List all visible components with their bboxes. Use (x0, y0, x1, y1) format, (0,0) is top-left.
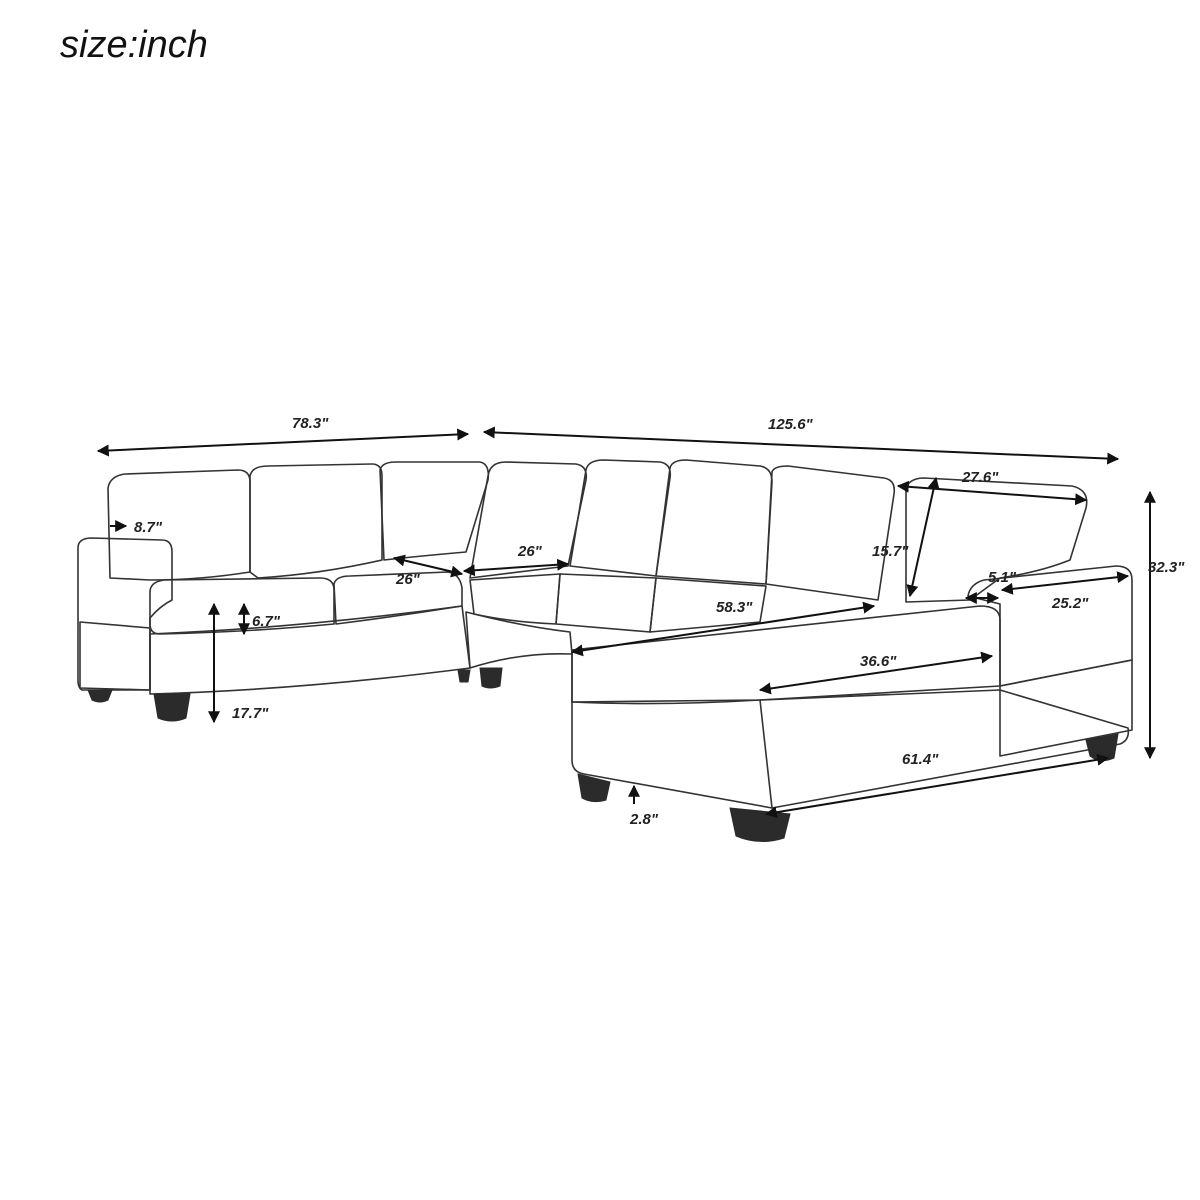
label-back-total-width: 125.6" (768, 416, 814, 433)
label-leg-height: 2.8" (629, 811, 659, 828)
label-corner-seat-b: 26" (517, 543, 543, 560)
dimension-arrows (96, 426, 1156, 819)
label-chaise-seat-width: 36.6" (860, 653, 897, 670)
leg-left-middle (153, 693, 191, 722)
size-unit-title: size:inch (60, 24, 208, 66)
label-back-cushion-height: 15.7" (872, 543, 909, 560)
dimension-labels: 78.3" 125.6" 8.7" 26" 26" 6.7" 17.7" 27.… (134, 415, 1185, 828)
leg-center-a (457, 669, 471, 683)
label-chaise-length: 61.4" (902, 751, 939, 768)
leg-left-front (87, 689, 113, 703)
leg-center-b (479, 667, 503, 689)
sofa-legs (87, 667, 1119, 842)
sofa-outline (77, 459, 1133, 809)
label-back-left-width: 78.3" (292, 415, 329, 432)
label-chaise-back-width: 27.6" (961, 469, 999, 486)
label-chaise-arm-depth: 25.2" (1051, 595, 1089, 612)
label-chaise-arm-width: 5.1" (988, 569, 1017, 586)
label-middle-seat-depth: 58.3" (716, 599, 753, 616)
label-seat-cushion-height: 6.7" (252, 613, 281, 630)
label-overall-height: 32.3" (1148, 559, 1185, 576)
label-arm-width: 8.7" (134, 519, 163, 536)
leg-chaise-left (577, 773, 611, 803)
leg-chaise-front (729, 807, 791, 842)
label-seat-height: 17.7" (232, 705, 269, 722)
label-corner-seat-a: 26" (395, 571, 421, 588)
